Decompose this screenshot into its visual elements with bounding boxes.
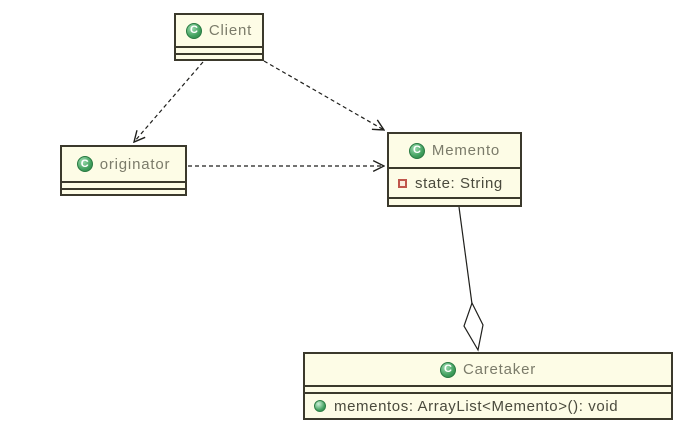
class-box-client[interactable]: C Client <box>174 13 264 61</box>
class-icon: C <box>439 361 456 378</box>
attributes-compartment-originator <box>62 181 185 188</box>
class-box-memento[interactable]: C Memento state: String <box>387 132 522 207</box>
operation-row-mementos[interactable]: mementos: ArrayList<Memento>(): void <box>305 394 671 418</box>
attribute-text-state: state: String <box>415 174 503 192</box>
class-name-memento: Memento <box>431 142 501 159</box>
class-name-caretaker: Caretaker <box>462 361 537 378</box>
class-icon: C <box>76 156 93 172</box>
operations-compartment-client <box>176 53 262 59</box>
private-field-icon <box>398 178 407 188</box>
class-icon-letter: C <box>443 363 452 375</box>
class-header-client: C Client <box>176 15 262 46</box>
attribute-row-state[interactable]: state: String <box>389 169 520 197</box>
attributes-compartment-caretaker <box>305 385 671 392</box>
class-box-originator[interactable]: C originator <box>60 145 187 196</box>
operations-compartment-memento <box>389 197 520 205</box>
class-box-caretaker[interactable]: C Caretaker mementos: ArrayList<Memento>… <box>303 352 673 420</box>
dependency-client-originator[interactable] <box>134 61 204 142</box>
operation-text-mementos: mementos: ArrayList<Memento>(): void <box>334 397 619 415</box>
dependency-client-memento[interactable] <box>263 60 384 130</box>
attributes-compartment-client <box>176 46 262 53</box>
class-icon-letter: C <box>80 157 89 170</box>
class-icon: C <box>185 22 202 39</box>
aggregation-memento-caretaker[interactable] <box>458 206 473 305</box>
class-icon-letter: C <box>412 144 421 156</box>
class-header-memento: C Memento <box>389 134 520 167</box>
operations-compartment-originator <box>62 188 185 194</box>
public-method-icon <box>314 400 326 412</box>
class-icon-letter: C <box>189 24 198 36</box>
class-header-caretaker: C Caretaker <box>305 354 671 385</box>
class-name-client: Client <box>208 22 253 39</box>
aggregation-diamond[interactable] <box>463 301 484 352</box>
class-icon: C <box>408 142 425 159</box>
attributes-compartment-memento: state: String <box>389 167 520 197</box>
class-name-originator: originator <box>99 155 171 173</box>
operations-compartment-caretaker: mementos: ArrayList<Memento>(): void <box>305 392 671 418</box>
class-header-originator: C originator <box>62 147 185 181</box>
